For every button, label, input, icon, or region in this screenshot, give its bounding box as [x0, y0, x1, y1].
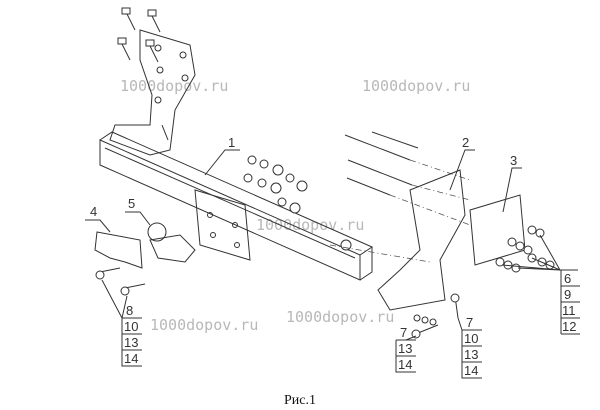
callout-13: 13	[464, 347, 478, 362]
tow-ball-part-5	[147, 222, 196, 263]
watermark: 1000dopov.ru	[286, 308, 394, 326]
callout-5: 5	[128, 196, 135, 211]
leader-8	[101, 279, 128, 319]
callout-table-left: 8 10 13 14	[121, 303, 142, 367]
left-mounting-bracket	[109, 7, 196, 156]
callout-table-mid-a: 7 13 14	[395, 325, 416, 373]
bracket-plate-part-2	[377, 169, 466, 311]
callout-table-mid-b: 7 10 13 14	[461, 315, 482, 379]
leader-4	[85, 219, 111, 233]
figure-caption: Рис.1	[284, 393, 316, 408]
nuts-washers-center	[243, 155, 352, 251]
callout-6: 6	[564, 271, 571, 286]
callout-7: 7	[466, 315, 473, 330]
callout-2: 2	[462, 135, 469, 150]
callout-14: 14	[398, 357, 412, 372]
callout-10: 10	[464, 331, 478, 346]
callout-13: 13	[398, 341, 412, 356]
long-bolts	[329, 131, 471, 263]
watermark: 1000dopov.ru	[120, 77, 228, 95]
callout-14: 14	[124, 351, 138, 366]
leader-6	[501, 234, 578, 271]
callout-9: 9	[564, 287, 571, 302]
callout-11: 11	[562, 303, 576, 318]
leader-1	[204, 149, 240, 176]
callout-1: 1	[228, 135, 235, 150]
leader-7	[405, 317, 463, 341]
leader-5	[125, 211, 151, 226]
callout-10: 10	[124, 319, 138, 334]
callout-12: 12	[562, 319, 576, 334]
callout-3: 3	[510, 153, 517, 168]
crossbar-part-1	[99, 131, 374, 281]
callout-4: 4	[90, 204, 97, 219]
leader-2	[449, 149, 475, 191]
callout-7: 7	[400, 325, 407, 340]
watermark: 1000dopov.ru	[256, 216, 364, 234]
callout-13: 13	[124, 335, 138, 350]
bolts-left	[95, 267, 146, 296]
socket-plate-part-4	[94, 231, 143, 269]
watermark: 1000dopov.ru	[362, 77, 470, 95]
callout-8: 8	[126, 303, 133, 318]
leader-3	[502, 167, 522, 213]
bolts-bottom-center	[411, 293, 460, 339]
plate-part-3	[469, 194, 526, 266]
watermark: 1000dopov.ru	[150, 316, 258, 334]
callout-14: 14	[464, 363, 478, 378]
callout-table-right: 6 9 11 12	[560, 270, 580, 335]
